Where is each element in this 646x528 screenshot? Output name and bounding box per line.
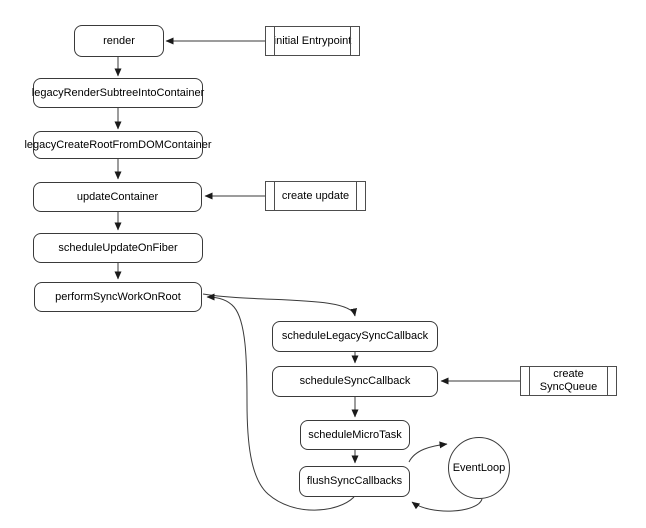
- edge-perform-sync-work-to-schedule-legacy-sync: [202, 293, 357, 317]
- node-perform-sync-work-on-root: performSyncWorkOnRoot: [34, 282, 202, 312]
- node-event-loop: EventLoop: [448, 437, 510, 499]
- node-legacy-create-root-from-dom-container: legacyCreateRootFromDOMContainer: [24, 131, 212, 159]
- node-schedule-micro-task: scheduleMicroTask: [300, 420, 410, 450]
- edge-event-loop-to-flush-sync: [411, 498, 483, 512]
- node-schedule-update-on-fiber: scheduleUpdateOnFiber: [33, 233, 203, 263]
- node-schedule-sync-callback: scheduleSyncCallback: [272, 366, 438, 397]
- node-legacy-render-subtree-into-container: legacyRenderSubtreeIntoContainer: [32, 78, 204, 108]
- edge-flush-sync-to-perform-sync-work: [206, 293, 355, 511]
- node-render: render: [74, 25, 164, 57]
- node-create-sync-queue: create SyncQueue: [520, 366, 617, 396]
- node-schedule-legacy-sync-callback: scheduleLegacySyncCallback: [272, 321, 438, 352]
- node-flush-sync-callbacks: flushSyncCallbacks: [299, 466, 410, 497]
- node-initial-entrypoint: initial Entrypoint: [265, 26, 360, 56]
- edge-flush-sync-to-event-loop: [408, 441, 448, 463]
- node-update-container: updateContainer: [33, 182, 202, 212]
- node-create-update: create update: [265, 181, 366, 211]
